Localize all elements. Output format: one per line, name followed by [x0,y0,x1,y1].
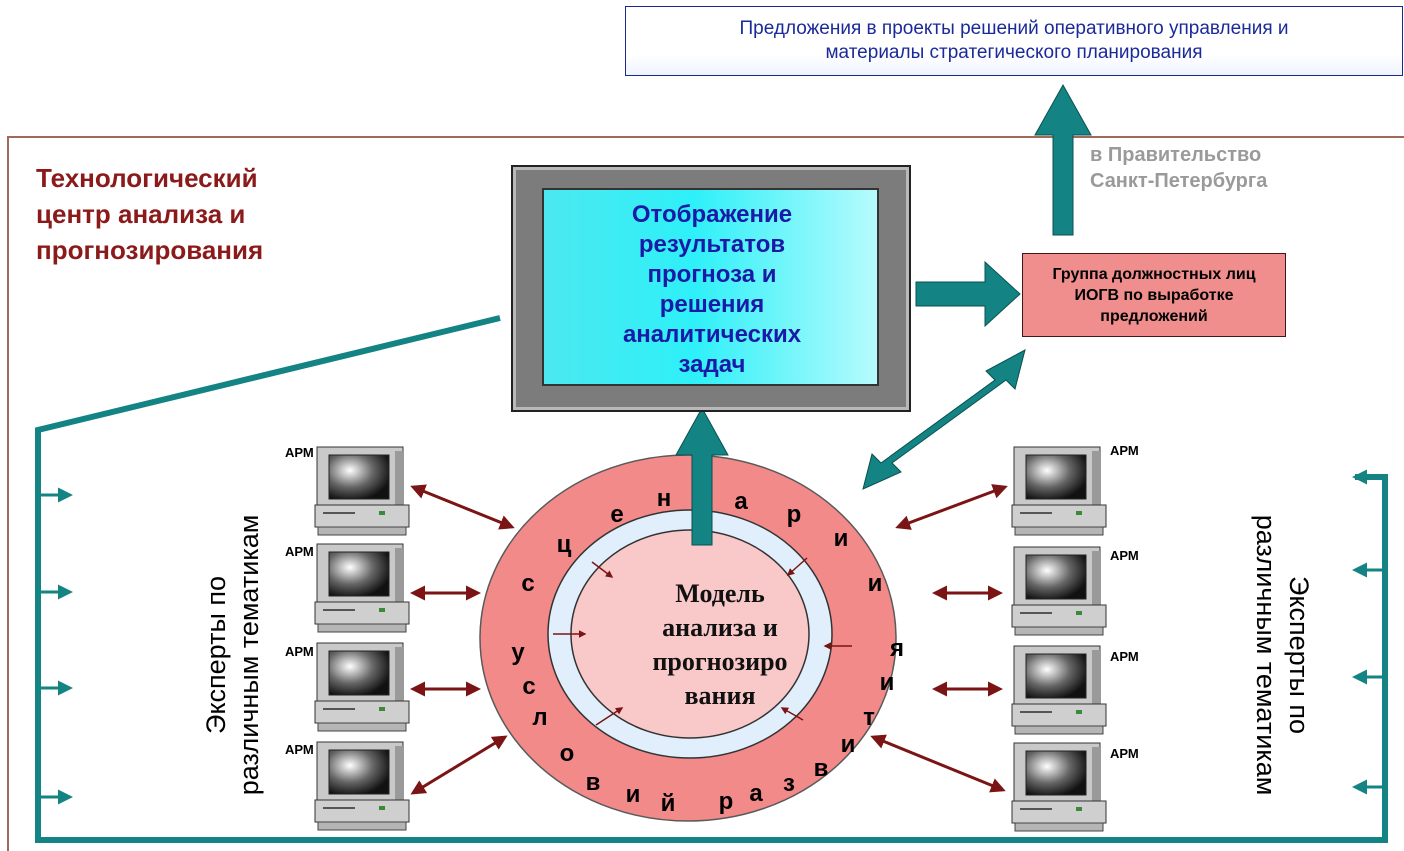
arm-label: АРМ [1110,443,1139,458]
display-screen [542,188,879,386]
model-line-3: прогнозиро [652,647,788,676]
workstation-icon [1011,446,1107,536]
ring-letter: а [734,488,748,515]
proposals-line-1: Предложения в проекты решений оперативно… [739,18,1289,39]
arm-label: АРМ [285,742,314,757]
display-text: Отображение результатов прогноза и решен… [562,200,862,380]
ring-letter: в [813,755,829,782]
ring-letter: е [610,501,624,528]
center-frame [7,136,1404,851]
experts-right-label: Эксперты по различным тематикам [1215,475,1315,835]
ring-letter: о [559,740,575,767]
display-line-5: аналитических [622,321,802,348]
workstation-icon [1011,645,1107,735]
ring-letter: с [522,673,536,700]
center-title-line-2: центр анализа и [36,199,246,229]
ring-letter: р [786,501,802,528]
government-label-line-2: Санкт-Петербурга [1090,170,1268,192]
experts-right-line-2: различным тематикам [1251,514,1281,796]
workstation-icon [314,642,410,732]
arm-label: АРМ [285,544,314,559]
group-to-government-arrow [1034,83,1092,236]
workstation-icon [314,543,410,633]
display-line-6: задач [678,351,746,378]
ring-letter: и [625,781,641,808]
government-label: в Правительство Санкт-Петербурга [1090,142,1350,194]
arm-label: АРМ [285,445,314,460]
ring-letter: и [840,731,856,758]
experts-left-line-1: Эксперты по [201,576,231,734]
workstation-icon [314,741,410,831]
display-line-4: решения [659,291,765,318]
government-label-line-1: в Правительство [1090,144,1262,166]
ring-letter: р [718,788,734,815]
arm-label: АРМ [1110,548,1139,563]
arm-label: АРМ [1110,649,1139,664]
model-label: Модель анализа и прогнозиро вания [625,577,815,713]
workstation-icon [1011,546,1107,636]
inner-red-arrows [553,557,852,726]
ring-letter: ц [556,531,572,558]
center-title-line-3: прогнозирования [36,235,264,265]
model-line-4: вания [684,681,756,710]
proposals-box: Предложения в проекты решений оперативно… [625,6,1403,76]
ring-letter: а [749,780,763,807]
experts-left-label: Эксперты по различным тематикам [200,475,300,835]
center-title: Технологический центр анализа и прогнози… [36,160,366,268]
arm-label: АРМ [1110,746,1139,761]
proposals-line-2: материалы стратегического планирования [825,42,1203,63]
right-bus-arrows [1352,469,1385,795]
ring-letter: я [889,635,904,662]
ring-letter: й [660,790,676,817]
display-line-2: результатов [638,231,786,258]
ring-letter: и [879,669,895,696]
ring-letter: н [656,485,672,512]
model-line-2: анализа и [662,613,778,642]
ring-letter: т [863,704,875,731]
group-line-3: предложений [1100,307,1208,325]
left-bus-arrows [40,487,73,805]
ring-letter: у [511,639,525,666]
ring-letter: в [585,769,601,796]
ring-letter: с [521,570,535,597]
arm-label: АРМ [285,644,314,659]
workstation-icon [314,446,410,536]
ring-group-link-arrow [862,349,1026,490]
group-line-2: ИОГВ по выработке [1074,286,1234,304]
model-to-screen-arrow [675,406,729,546]
display-line-1: Отображение [631,201,793,228]
group-line-1: Группа должностных лиц [1052,265,1256,283]
workstation-icon [1011,742,1107,832]
display-line-3: прогноза и [647,261,777,288]
model-line-1: Модель [675,579,765,608]
experts-left-line-2: различным тематикам [234,514,264,796]
arm-links [410,484,1008,795]
ring-letter: з [783,770,795,797]
experts-right-line-1: Эксперты по [1284,576,1314,734]
ring-letter: и [833,525,849,552]
screen-to-group-arrow [915,260,1021,328]
center-title-line-1: Технологический [36,163,258,193]
ring-letter: и [867,570,883,597]
ring-letter: л [532,704,548,731]
